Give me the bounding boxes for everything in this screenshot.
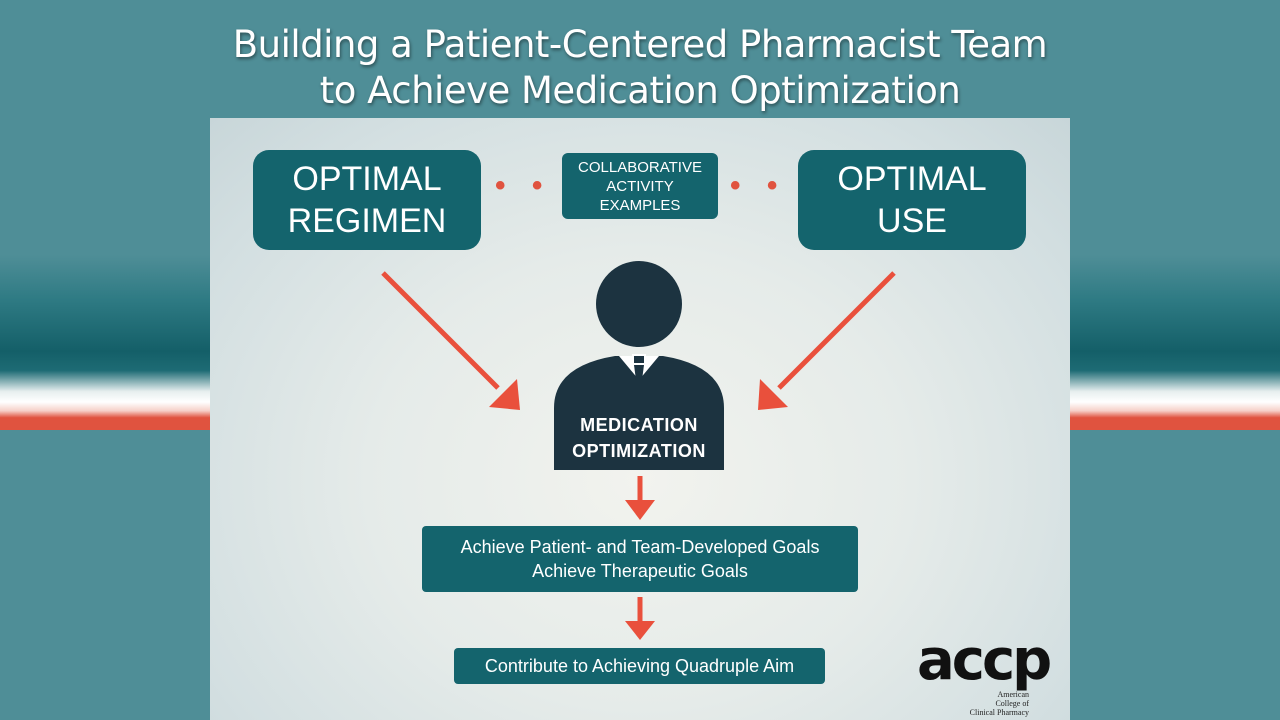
collaborative-line-1: COLLABORATIVE <box>578 158 702 176</box>
optimal-use-line-2: USE <box>877 202 947 240</box>
title-line-1: Building a Patient-Centered Pharmacist T… <box>232 23 1048 66</box>
person-icon <box>554 261 724 470</box>
arrow-right-diagonal <box>758 271 896 410</box>
collaborative-box: COLLABORATIVE ACTIVITY EXAMPLES <box>562 153 718 219</box>
collaborative-line-3: EXAMPLES <box>599 196 681 214</box>
goals-line-1: Achieve Patient- and Team-Developed Goal… <box>460 537 820 557</box>
arrow-down-2 <box>625 597 655 640</box>
goals-line-2: Achieve Therapeutic Goals <box>532 561 748 581</box>
quadruple-aim-text: Contribute to Achieving Quadruple Aim <box>484 656 795 676</box>
diagram-graphics <box>381 261 896 640</box>
medication-line-2: OPTIMIZATION <box>572 441 706 461</box>
diagram-panel: OPTIMAL REGIMEN • • • COLLABORATIVE ACTI… <box>210 118 1070 720</box>
optimal-regimen-box: OPTIMAL REGIMEN <box>253 150 481 250</box>
title-line-2: to Achieve Medication Optimization <box>319 69 961 112</box>
accp-logo: accp American College of Clinical Pharma… <box>917 633 1057 718</box>
quadruple-aim-box: Contribute to Achieving Quadruple Aim <box>454 648 825 684</box>
slide-title: Building a Patient-Centered Pharmacist T… <box>0 22 1280 114</box>
logo-line-1: American <box>997 690 1029 699</box>
collaborative-line-2: ACTIVITY <box>606 177 674 195</box>
accp-logo-mark: accp <box>917 628 1052 693</box>
optimal-regimen-line-1: OPTIMAL <box>292 160 442 198</box>
optimal-use-line-1: OPTIMAL <box>837 160 987 198</box>
accp-logo-subtitle: American College of Clinical Pharmacy <box>949 690 1029 717</box>
medication-line-1: MEDICATION <box>580 415 698 435</box>
medication-optimization-label: MEDICATION OPTIMIZATION <box>554 412 724 464</box>
arrow-down-1 <box>625 476 655 520</box>
arrow-left-diagonal <box>381 271 520 410</box>
optimal-regimen-line-2: REGIMEN <box>287 202 447 240</box>
logo-line-2: College of <box>995 699 1029 708</box>
optimal-use-box: OPTIMAL USE <box>798 150 1026 250</box>
goals-box: Achieve Patient- and Team-Developed Goal… <box>422 526 858 592</box>
logo-line-3: Clinical Pharmacy <box>969 708 1029 717</box>
